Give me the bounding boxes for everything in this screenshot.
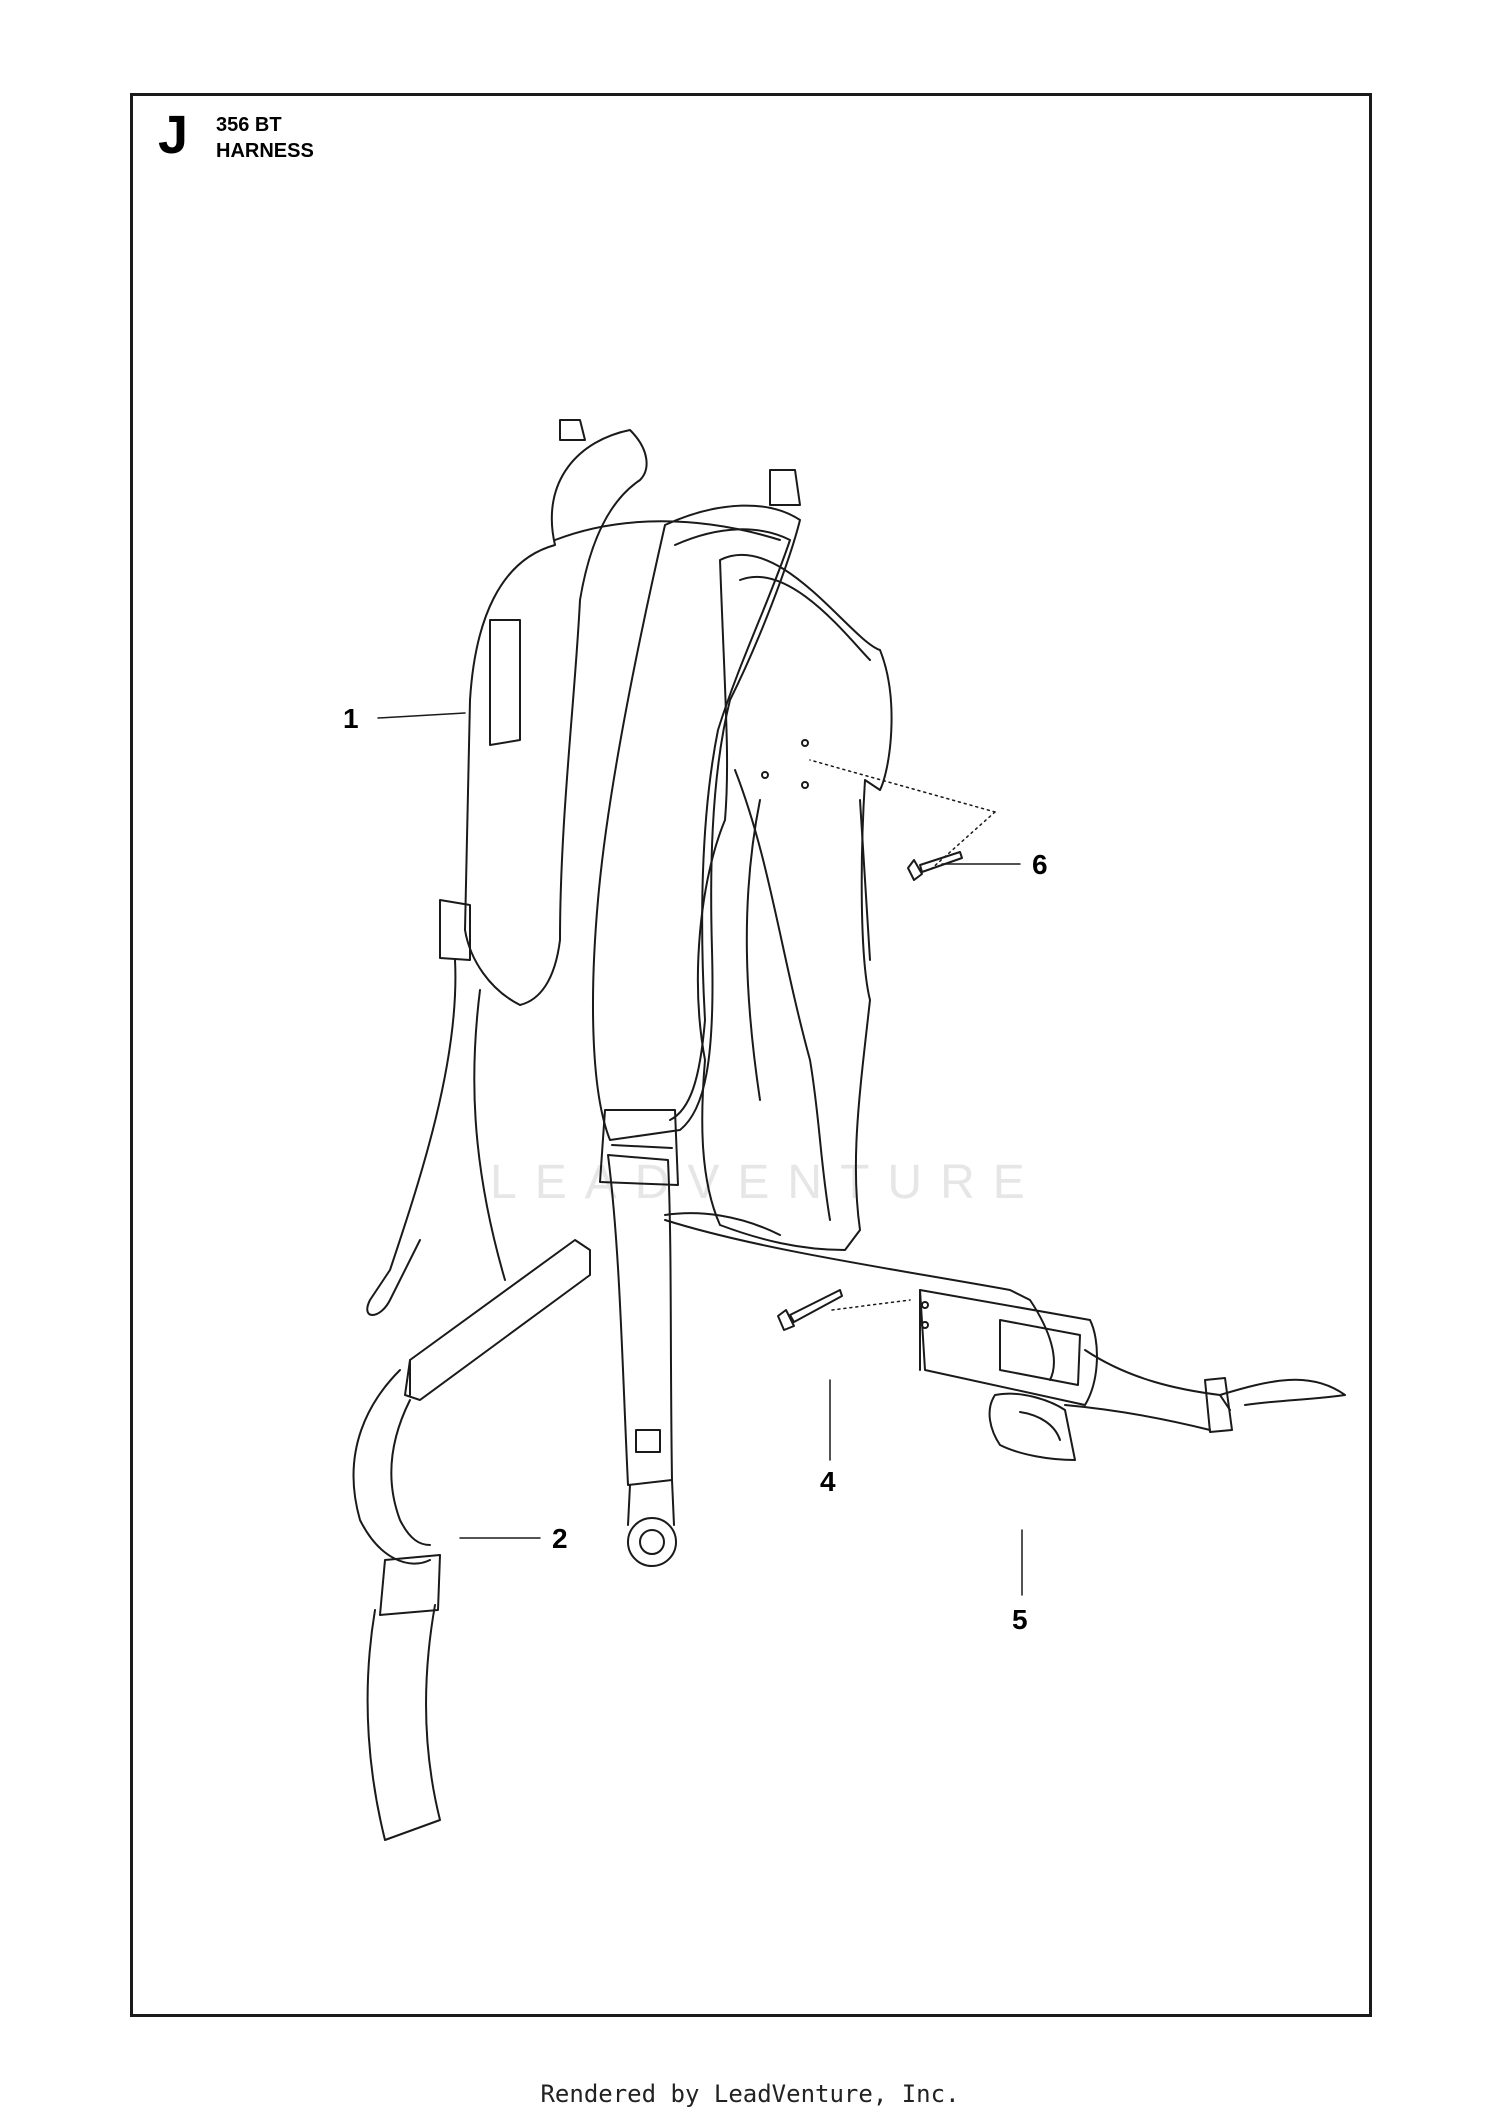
- screw-4: [777, 1289, 843, 1331]
- callout-5[interactable]: 5: [1012, 1604, 1028, 1635]
- left-shoulder-strap: [366, 419, 781, 1316]
- model-number: 356 BT: [216, 114, 282, 136]
- screw-6: [907, 851, 963, 881]
- back-pad: [696, 553, 893, 1251]
- watermark: LEADVENTURE: [490, 1156, 1043, 1209]
- section-letter: J: [158, 105, 189, 165]
- callout-2[interactable]: 2: [552, 1523, 568, 1554]
- leader-lines: [377, 712, 1023, 1596]
- waist-belt: [352, 1212, 1346, 1841]
- right-shoulder-strap: [592, 469, 801, 1567]
- footer-credit: Rendered by LeadVenture, Inc.: [540, 2080, 960, 2108]
- callout-6[interactable]: 6: [1032, 849, 1048, 880]
- section-title: HARNESS: [216, 140, 314, 162]
- callout-1[interactable]: 1: [343, 703, 359, 734]
- callout-4[interactable]: 4: [820, 1466, 836, 1497]
- diagram-frame: [130, 93, 1372, 2017]
